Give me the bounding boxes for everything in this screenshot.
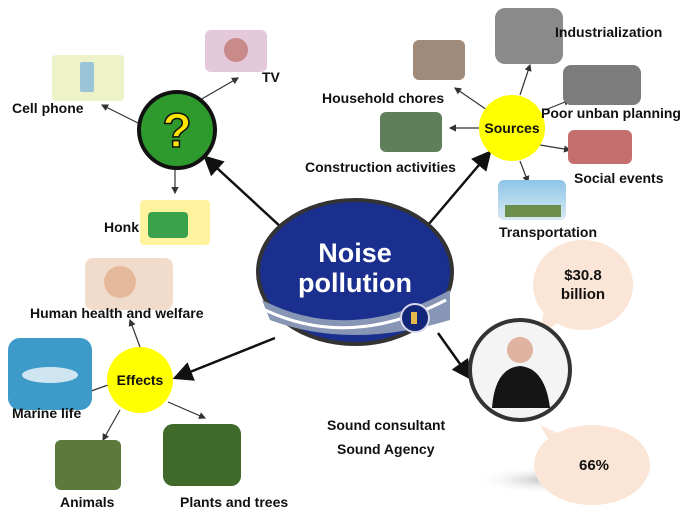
effects-hub: Effects [107, 347, 173, 413]
center-title-line2: pollution [298, 268, 412, 298]
stat-percent: 66% [579, 457, 609, 474]
label-tv: TV [262, 69, 281, 85]
label-household-chores: Household chores [322, 90, 444, 106]
label-marine-life: Marine life [12, 405, 81, 421]
industrialization-photo [495, 8, 563, 64]
urban-planning-photo [563, 65, 641, 105]
sources-hub: Sources [479, 95, 545, 161]
expert-org: Sound Agency [337, 441, 435, 457]
animals-photo [55, 440, 121, 490]
stat-bubble-cost [533, 240, 633, 330]
arrow-to-causes [203, 155, 283, 229]
label-cell-phone: Cell phone [12, 100, 84, 116]
label-social-events: Social events [574, 170, 664, 186]
label-construction: Construction activities [305, 159, 456, 175]
label-human-health: Human health and welfare [30, 305, 204, 321]
center-title-line1: Noise [318, 238, 392, 268]
photos [8, 8, 641, 490]
labels: TV Cell phone Honk Industrialization Hou… [12, 24, 681, 510]
effects-hub-label: Effects [117, 372, 164, 388]
causes-hub: ? [137, 90, 217, 170]
label-honk: Honk [104, 219, 139, 235]
label-industrialization: Industrialization [555, 24, 662, 40]
label-animals: Animals [60, 494, 115, 510]
arrow-to-expert [436, 332, 472, 381]
arrow-to-sources [427, 150, 492, 226]
center-node: Noise pollution [256, 198, 454, 346]
expert-node: $30.8 billion 66% Sound consultant Sound… [327, 240, 650, 505]
stat-cost-line1: $30.8 [564, 267, 602, 284]
label-transportation: Transportation [499, 224, 597, 240]
main-connectors [172, 150, 492, 381]
sources-hub-label: Sources [484, 120, 539, 136]
sub-connectors [78, 63, 572, 442]
label-poor-urban-planning: Poor unban planning [541, 105, 681, 121]
household-chores-photo [413, 40, 465, 80]
label-plants: Plants and trees [180, 494, 288, 510]
plants-photo [163, 424, 241, 486]
construction-photo [380, 112, 442, 152]
expert-role: Sound consultant [327, 417, 446, 433]
stat-cost-line2: billion [561, 286, 605, 303]
social-events-photo [568, 130, 632, 164]
arrow-to-effects [172, 336, 276, 381]
question-mark-icon: ? [162, 105, 191, 158]
